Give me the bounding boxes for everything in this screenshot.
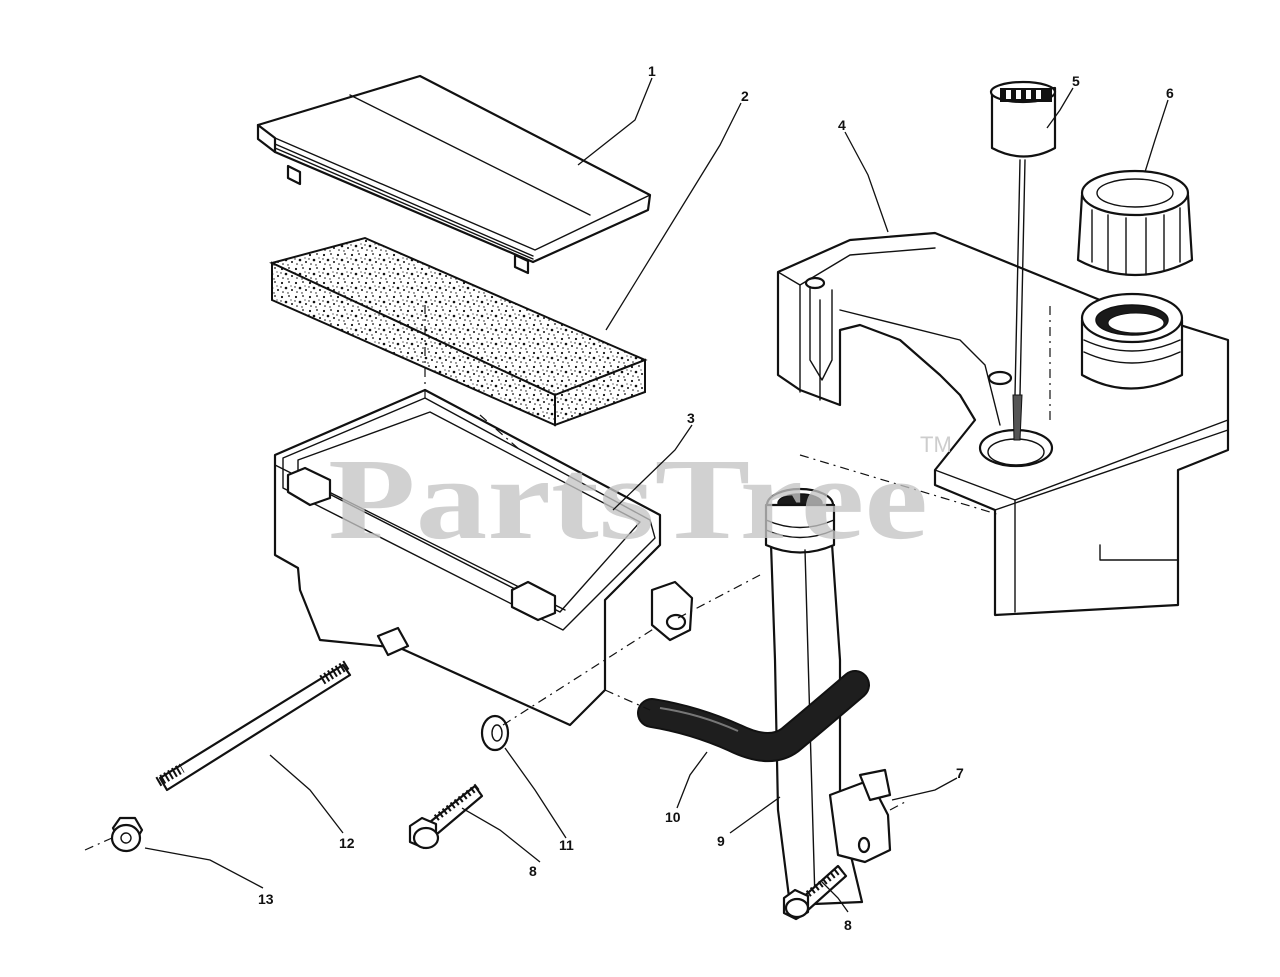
callout-5: 5	[1072, 73, 1080, 89]
air-cleaner-base	[273, 388, 694, 727]
fuel-line-hose	[637, 670, 870, 762]
oil-dipstick	[989, 80, 1057, 441]
callout-3: 3	[687, 410, 695, 426]
callout-7: 7	[956, 765, 964, 781]
callout-9: 9	[717, 833, 725, 849]
foam-filter-element	[269, 236, 648, 427]
callout-11: 11	[559, 837, 574, 853]
callout-8-lower: 8	[844, 917, 852, 933]
partstree-watermark: PartsTree TM	[328, 432, 952, 564]
fuel-tank-shroud	[776, 231, 1230, 617]
callout-4: 4	[838, 117, 846, 133]
callout-10: 10	[665, 809, 681, 825]
assembly-centerlines	[84, 305, 1051, 851]
hex-bolt-left	[408, 783, 484, 850]
callout-12: 12	[339, 835, 355, 851]
watermark-text: PartsTree	[328, 436, 928, 564]
callout-8-left: 8	[529, 863, 537, 879]
callout-leaders	[144, 77, 1169, 913]
hex-bolt-lower	[782, 864, 848, 921]
callout-13: 13	[258, 891, 274, 907]
hex-nut	[110, 816, 144, 853]
air-cleaner-cover	[256, 74, 652, 275]
callout-6: 6	[1166, 85, 1174, 101]
flat-washer	[480, 714, 510, 752]
callout-labels: 1 2 3 4 5 6 7 8 8 9 10 11 12 13	[258, 63, 1174, 933]
threaded-stud	[155, 659, 352, 792]
callout-2: 2	[741, 88, 749, 104]
fuel-cap	[1076, 169, 1194, 277]
tube-bracket	[828, 768, 892, 864]
callout-1: 1	[648, 63, 656, 79]
watermark-trademark: TM	[920, 432, 952, 457]
